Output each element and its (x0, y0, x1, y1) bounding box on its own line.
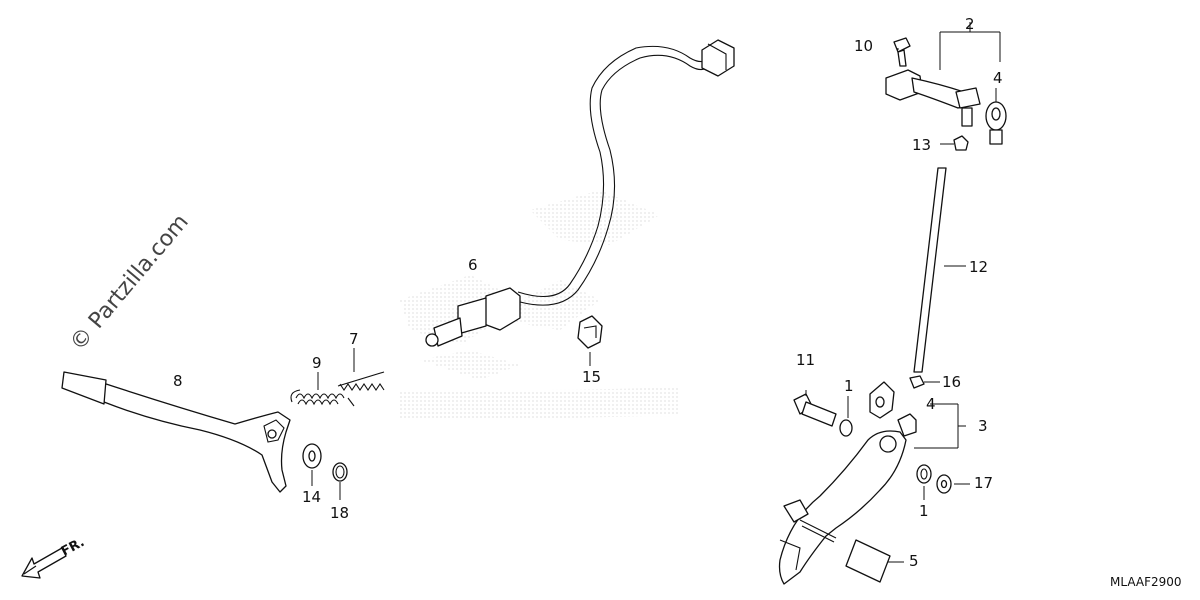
part-14-washer[interactable] (302, 443, 322, 469)
part-1-o-ring-upper[interactable] (839, 419, 853, 437)
callout-10[interactable]: 10 (854, 37, 873, 55)
leader-lines (311, 22, 1001, 563)
callout-13[interactable]: 13 (912, 136, 931, 154)
callout-14[interactable]: 14 (302, 488, 321, 506)
front-direction-label: FR. (59, 535, 87, 560)
callout-5[interactable]: 5 (909, 552, 919, 570)
callout-15[interactable]: 15 (582, 368, 601, 386)
part-4-rod-end-lower[interactable] (869, 381, 895, 419)
watermark-text: © Partzilla.com (65, 210, 193, 356)
callout-1-upper[interactable]: 1 (844, 377, 854, 395)
callout-17[interactable]: 17 (974, 474, 993, 492)
diagram-code: MLAAF2900 (1110, 575, 1182, 589)
part-15-clamp[interactable] (577, 315, 603, 349)
part-16-nut[interactable] (909, 375, 925, 389)
callout-labels: 2 10 4 13 12 16 4 3 11 1 1 17 5 6 15 7 9… (173, 15, 1003, 570)
front-direction-arrow: FR. (21, 535, 87, 579)
callout-1-lower[interactable]: 1 (919, 502, 929, 520)
callout-16[interactable]: 16 (942, 373, 961, 391)
part-5-pedal-rubber[interactable] (845, 539, 891, 583)
callout-7[interactable]: 7 (349, 330, 359, 348)
part-2-shift-arm[interactable] (885, 69, 981, 127)
part-12-tie-rod[interactable] (913, 167, 947, 373)
callout-12[interactable]: 12 (969, 258, 988, 276)
callout-4-upper[interactable]: 4 (993, 69, 1003, 87)
part-4-rod-end-upper[interactable] (985, 101, 1007, 145)
callout-8[interactable]: 8 (173, 372, 183, 390)
callout-2[interactable]: 2 (965, 15, 975, 33)
part-7-spring[interactable] (337, 371, 385, 391)
part-13-nut[interactable] (953, 135, 969, 151)
callout-4-lower[interactable]: 4 (926, 395, 936, 413)
callout-9[interactable]: 9 (312, 354, 322, 372)
part-8-shift-pedal[interactable] (61, 371, 291, 493)
callout-18[interactable]: 18 (330, 504, 349, 522)
part-9-return-spring[interactable] (290, 389, 355, 407)
callout-3[interactable]: 3 (978, 417, 988, 435)
callout-6[interactable]: 6 (468, 256, 478, 274)
part-1-o-ring-lower[interactable] (916, 464, 932, 484)
callout-11[interactable]: 11 (796, 351, 815, 369)
part-11-pivot-bolt[interactable] (793, 393, 837, 427)
part-10-bolt[interactable] (893, 37, 911, 67)
part-17-washer[interactable] (936, 474, 952, 494)
part-6-stop-switch[interactable] (425, 39, 735, 347)
part-18-circlip[interactable] (332, 462, 348, 482)
part-3-brake-pedal[interactable] (778, 413, 917, 585)
